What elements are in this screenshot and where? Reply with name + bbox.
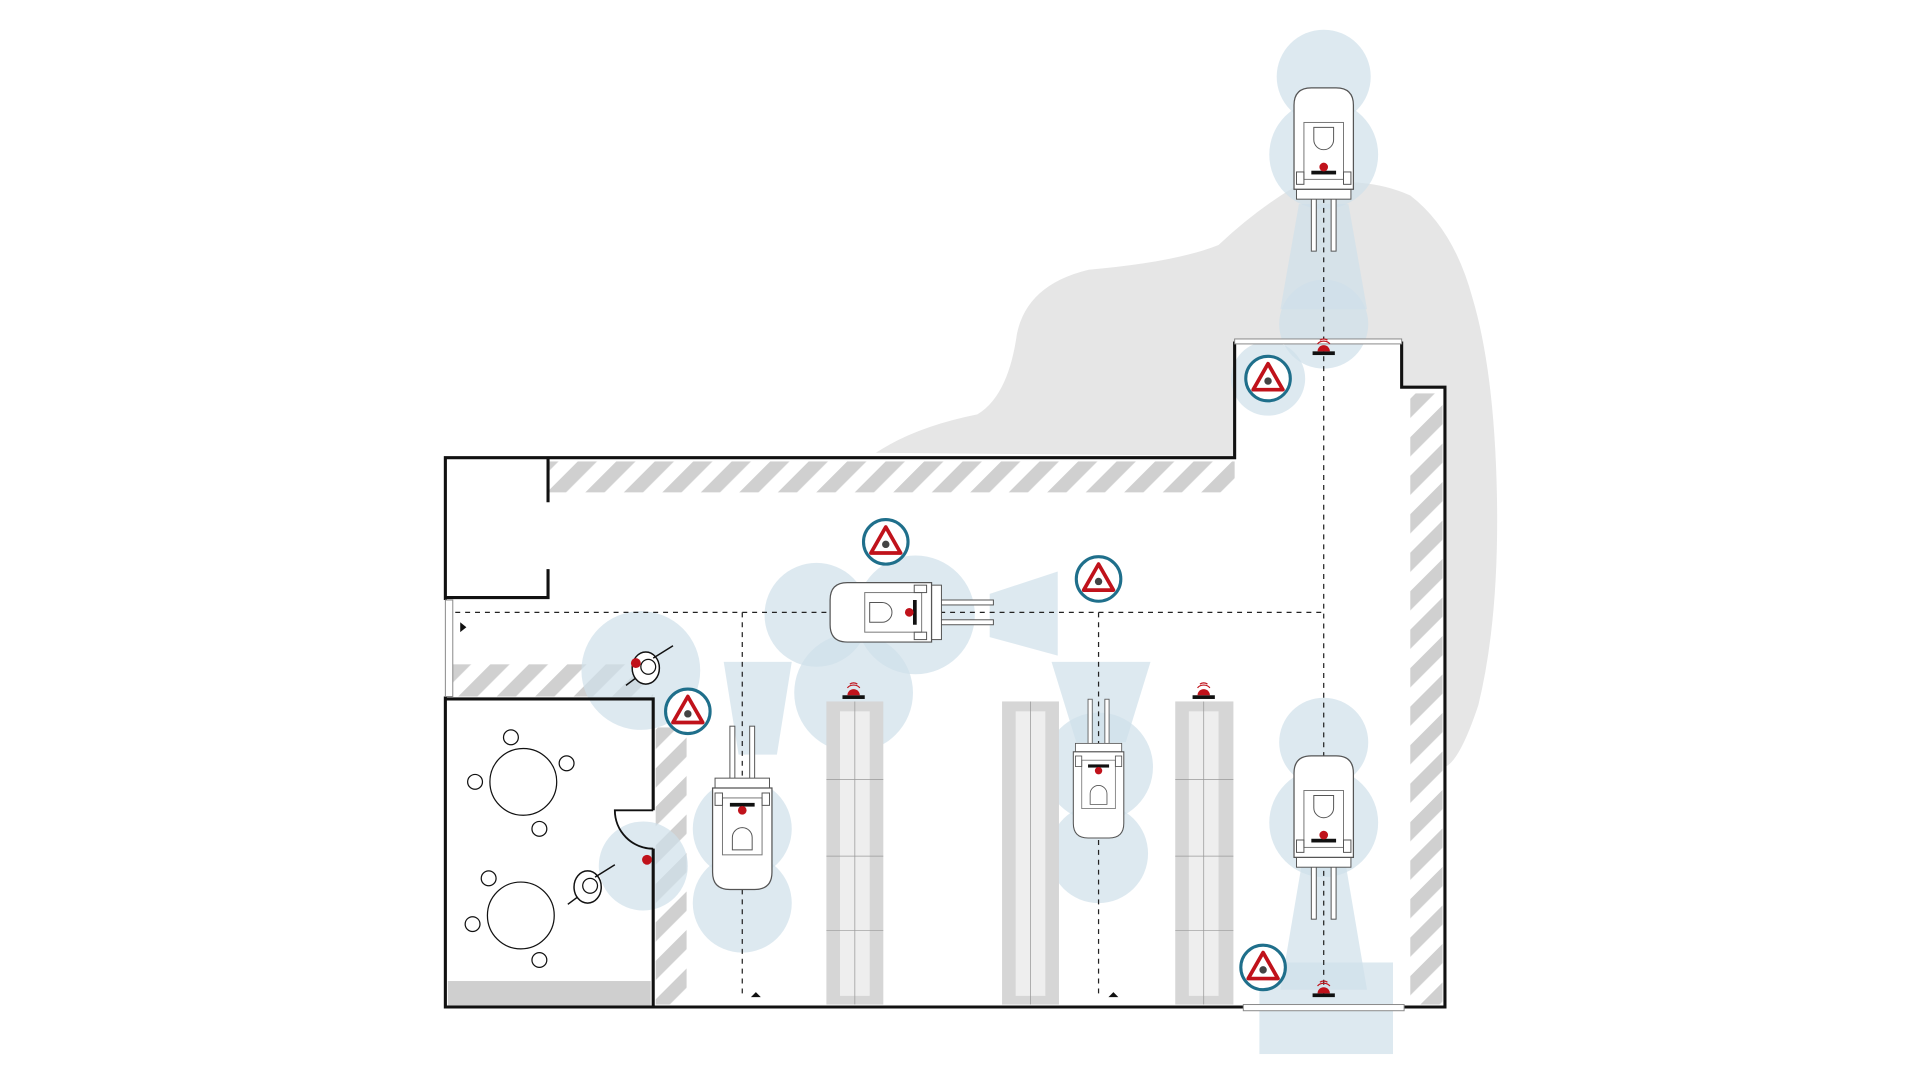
lane-arrow-icon (1108, 992, 1119, 998)
canteen-counter (447, 981, 651, 1006)
lane-arrow-icon (750, 992, 761, 998)
walls (443, 341, 1447, 1009)
red-warning-light-icon (642, 854, 652, 865)
canteen-door[interactable] (613, 809, 654, 850)
lane-arrow-icon (460, 622, 467, 633)
hatched-walkway-right (1410, 393, 1443, 1005)
warning-triangle-icon (1074, 554, 1123, 604)
hatched-walkway-top (548, 461, 1235, 493)
warning-triangle-icon (663, 687, 712, 736)
round-table-icon (464, 870, 555, 969)
bottom-gate[interactable] (1242, 1004, 1405, 1012)
round-table-icon (467, 729, 575, 837)
warning-triangle-icon (1238, 943, 1288, 992)
warning-triangle-icon (861, 517, 910, 566)
left-door[interactable] (444, 599, 454, 697)
pedestrian-icon (625, 645, 674, 687)
warning-triangle-icon (1243, 354, 1293, 403)
rack-1 (826, 701, 884, 1005)
rack-3 (1175, 701, 1234, 1005)
storage-racks (826, 701, 1234, 1005)
rack-2 (1002, 701, 1059, 1005)
